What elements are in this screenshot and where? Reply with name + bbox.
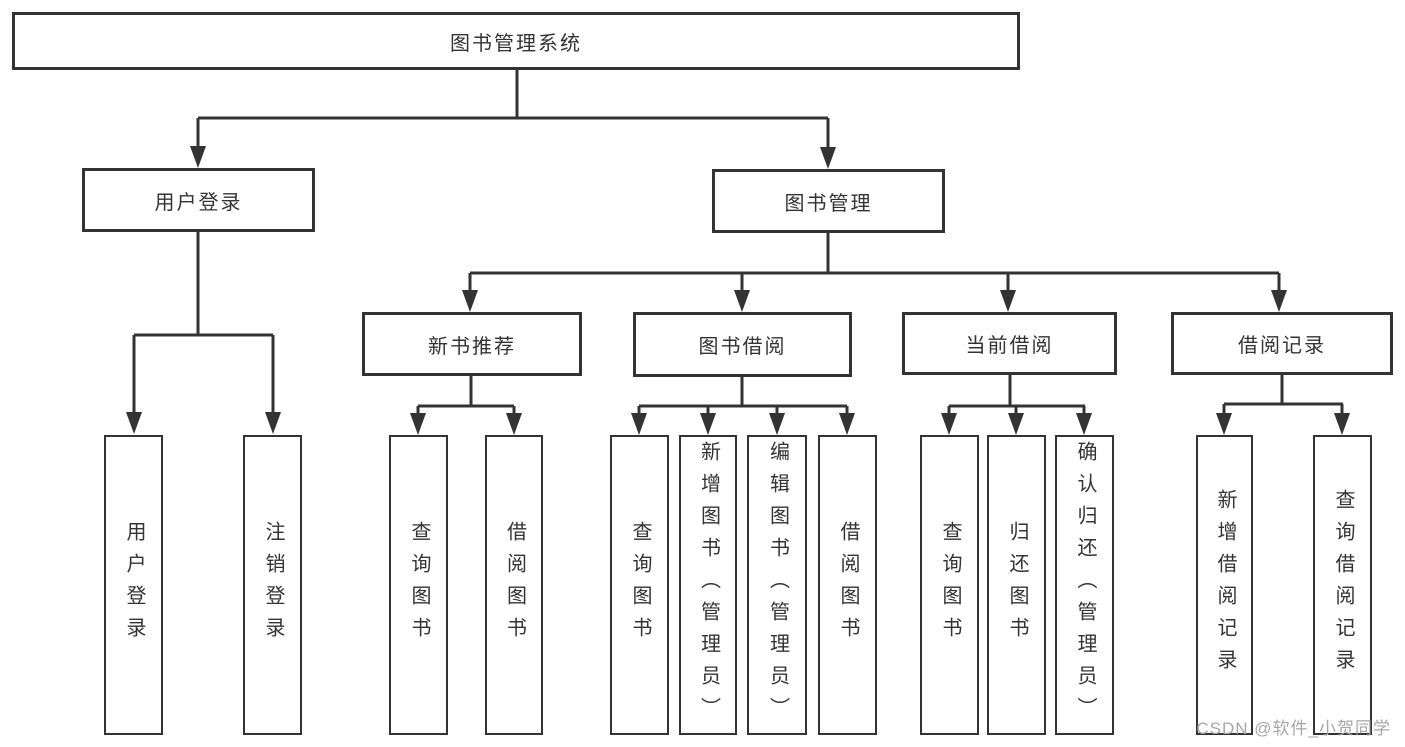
leaf-current-query-books: 查询图书 bbox=[920, 435, 979, 735]
connector-borrow-records-children bbox=[1216, 375, 1350, 435]
leaf-add-borrow-record: 新增借阅记录 bbox=[1196, 435, 1253, 735]
connector-book-borrow-children bbox=[631, 377, 855, 435]
leaf-add-books-admin: 新增图书（管理员） bbox=[679, 435, 737, 735]
leaf-return-books: 归还图书 bbox=[987, 435, 1046, 735]
leaf-borrow-query-books: 查询图书 bbox=[610, 435, 669, 735]
leaf-newbook-borrow-books: 借阅图书 bbox=[485, 435, 543, 735]
node-book-borrow: 图书借阅 bbox=[633, 312, 852, 377]
leaf-query-borrow-record: 查询借阅记录 bbox=[1313, 435, 1372, 735]
connector-new-book-children bbox=[410, 376, 522, 435]
connector-user-login-children bbox=[126, 232, 281, 434]
leaf-logout: 注销登录 bbox=[243, 435, 302, 735]
node-user-login: 用户登录 bbox=[82, 168, 315, 232]
node-borrow-records: 借阅记录 bbox=[1171, 312, 1393, 375]
leaf-confirm-return-admin: 确认归还（管理员） bbox=[1055, 435, 1114, 735]
node-book-management: 图书管理 bbox=[712, 169, 945, 233]
node-new-book-recommend: 新书推荐 bbox=[362, 312, 582, 376]
connector-current-borrow-children bbox=[941, 375, 1092, 435]
connector-book-mgmt-to-level3 bbox=[462, 233, 1287, 312]
leaf-user-login: 用户登录 bbox=[104, 435, 163, 735]
csdn-watermark: CSDN @软件_小贺同学 bbox=[1196, 719, 1391, 738]
leaf-newbook-query-books: 查询图书 bbox=[389, 435, 448, 735]
leaf-borrow-books: 借阅图书 bbox=[818, 435, 877, 735]
node-current-borrow: 当前借阅 bbox=[902, 312, 1117, 375]
leaf-edit-books-admin: 编辑图书（管理员） bbox=[747, 435, 807, 735]
node-root-system: 图书管理系统 bbox=[12, 12, 1020, 70]
connector-root-to-level2 bbox=[190, 70, 836, 169]
